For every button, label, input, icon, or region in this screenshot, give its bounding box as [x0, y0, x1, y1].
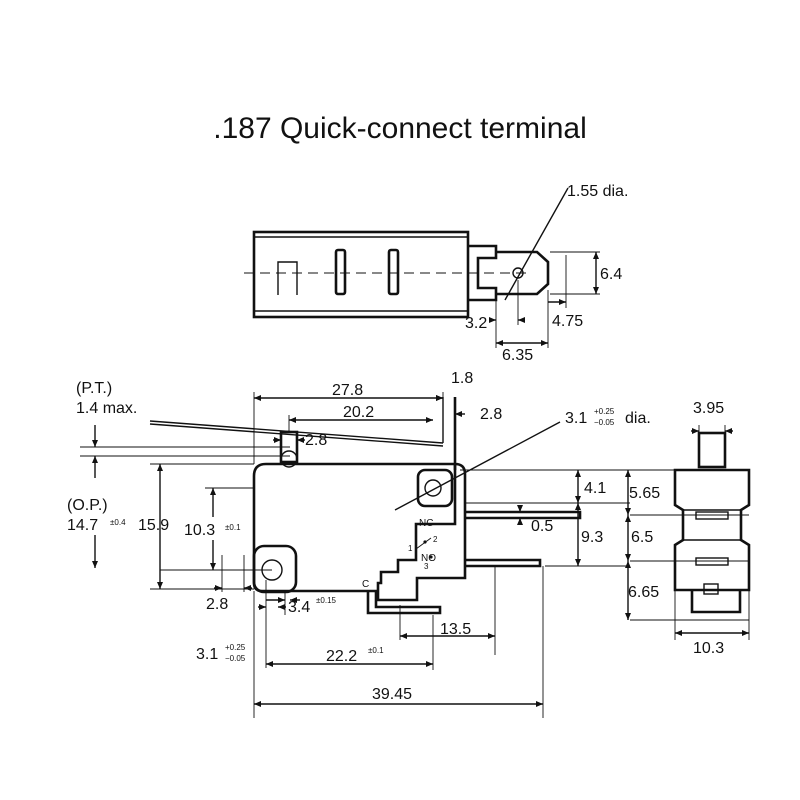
side-view: 3.95 5.65 6.5 6.65 10.3: [625, 400, 751, 657]
side-dim-6-5: 6.5: [631, 529, 653, 546]
top-view-body: [252, 230, 470, 319]
pt-value: 1.4 max.: [76, 400, 137, 417]
dim-left-hole-tol-minus: −0.05: [225, 654, 246, 663]
top-tab-width-label: 6.35: [502, 347, 533, 364]
top-width-label: 6.4: [600, 266, 622, 283]
diagram-title: .187 Quick-connect terminal: [213, 112, 587, 145]
side-bottom-width: 10.3: [693, 640, 724, 657]
side-plunger: [697, 431, 727, 469]
dim-39-45: 39.45: [372, 686, 412, 703]
op-value: 14.7: [67, 517, 98, 534]
dim-20-2: 20.2: [343, 404, 374, 421]
dim-left-hole: 3.1: [196, 646, 218, 663]
dim-15-9: 15.9: [138, 517, 169, 534]
top-offset-label: 3.2: [465, 315, 487, 332]
mount-tol-plus: +0.25: [594, 407, 615, 416]
dim-3-4-tol: ±0.15: [316, 596, 337, 605]
actuator-hole: [424, 479, 442, 497]
dim-10-3: 10.3: [184, 522, 215, 539]
mount-dia-value: 3.1: [565, 410, 587, 427]
terminal-nc-label: NC: [419, 518, 433, 529]
dim-1-8: 1.8: [451, 370, 473, 387]
mount-tol-minus: −0.05: [594, 418, 615, 427]
terminal-2-label: 2: [433, 535, 438, 544]
top-tab-length-label: 4.75: [552, 313, 583, 330]
terminal-c-label: C: [362, 579, 369, 590]
dim-left-hole-tol-plus: +0.25: [225, 643, 246, 652]
mount-dia-suffix: dia.: [625, 410, 651, 427]
dim-3-4: 3.4: [288, 599, 310, 616]
dim-27-8: 27.8: [332, 382, 363, 399]
terminal-1-label: 1: [408, 544, 413, 553]
terminal-no-label: NO: [421, 553, 436, 564]
dim-13-5: 13.5: [440, 621, 471, 638]
dim-4-1: 4.1: [584, 480, 606, 497]
top-view: 1.55 dia. 6.4 4.75 3.2 6.35: [244, 183, 628, 364]
dim-0-5: 0.5: [531, 518, 553, 535]
dim-left-pin: 2.8: [206, 596, 228, 613]
switch-body: [252, 462, 467, 602]
op-tol: ±0.4: [110, 518, 126, 527]
front-view: NC NO C 1 2 3 3.1 +0.25 −0.05 dia. 27.8 …: [67, 370, 651, 718]
pt-label: (P.T.): [76, 380, 112, 397]
dim-hole-right: 2.8: [480, 406, 502, 423]
side-body: [673, 468, 751, 592]
dim-10-3-tol: ±0.1: [225, 523, 241, 532]
side-dim-6-65: 6.65: [628, 584, 659, 601]
dim-plunger-width: 2.8: [305, 432, 327, 449]
dim-22-2-tol: ±0.1: [368, 646, 384, 655]
terminal-3-label: 3: [424, 562, 429, 571]
side-top-width: 3.95: [693, 400, 724, 417]
dim-9-3: 9.3: [581, 529, 603, 546]
top-hole-dia-label: 1.55 dia.: [567, 183, 628, 200]
side-dim-5-65: 5.65: [629, 485, 660, 502]
dim-22-2: 22.2: [326, 648, 357, 665]
roller: [280, 450, 298, 468]
op-label: (O.P.): [67, 497, 108, 514]
